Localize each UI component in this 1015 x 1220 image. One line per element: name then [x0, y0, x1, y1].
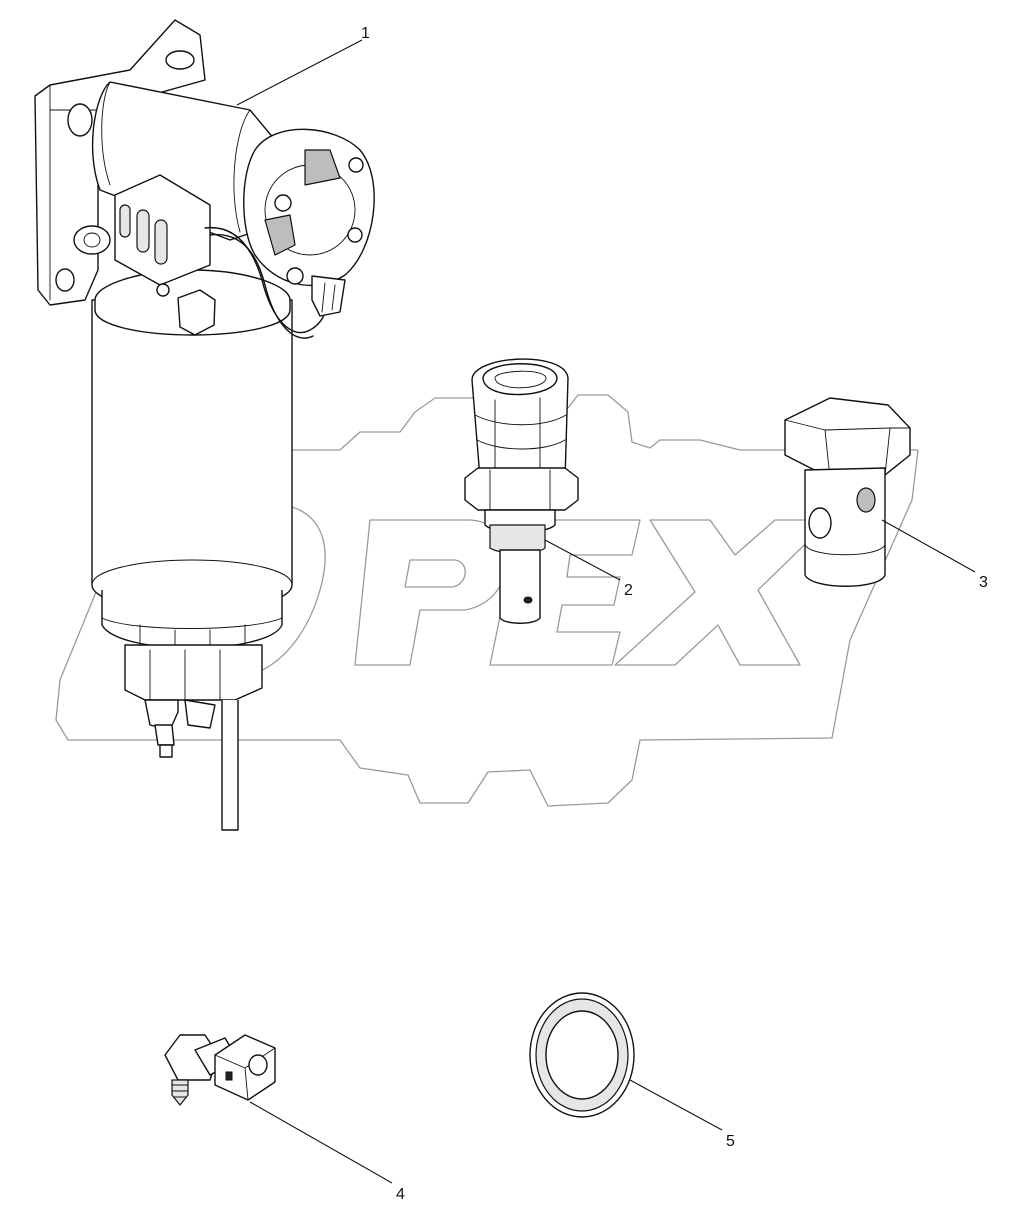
- watermark-gear-outline: [55, 394, 919, 807]
- drain-valve-body: [124, 644, 263, 701]
- washer-inner: [545, 1010, 619, 1100]
- callout-4: 4: [396, 1186, 405, 1203]
- sensor-hex-nut: [464, 467, 579, 511]
- leader-line-1: [236, 39, 363, 106]
- leader-line-2: [544, 539, 621, 581]
- drain-tube: [221, 700, 239, 831]
- elbow-connector-icon: [164, 1034, 276, 1106]
- leader-line-4: [249, 1101, 393, 1184]
- hex-bolt-icon: [784, 397, 911, 587]
- filter-lower-sleeve: [101, 590, 283, 649]
- fuel-filter-assembly-icon: [34, 19, 375, 831]
- sensor-probe: [499, 549, 541, 624]
- watermark-letter-p: [354, 519, 508, 666]
- callout-3: 3: [979, 574, 988, 591]
- callout-1: 1: [361, 25, 370, 42]
- leader-line-3: [881, 519, 976, 573]
- washer-ring-icon: [529, 992, 635, 1118]
- sensor-icon: [464, 358, 579, 624]
- leader-line-5: [629, 1079, 723, 1131]
- watermark-letter-e: [489, 519, 641, 666]
- callout-2: 2: [624, 582, 633, 599]
- filter-bowl: [91, 299, 293, 613]
- watermark-letter-x: [614, 519, 831, 666]
- wire-connector: [311, 275, 346, 317]
- bolt-hex-head: [784, 397, 911, 479]
- callout-5: 5: [726, 1133, 735, 1150]
